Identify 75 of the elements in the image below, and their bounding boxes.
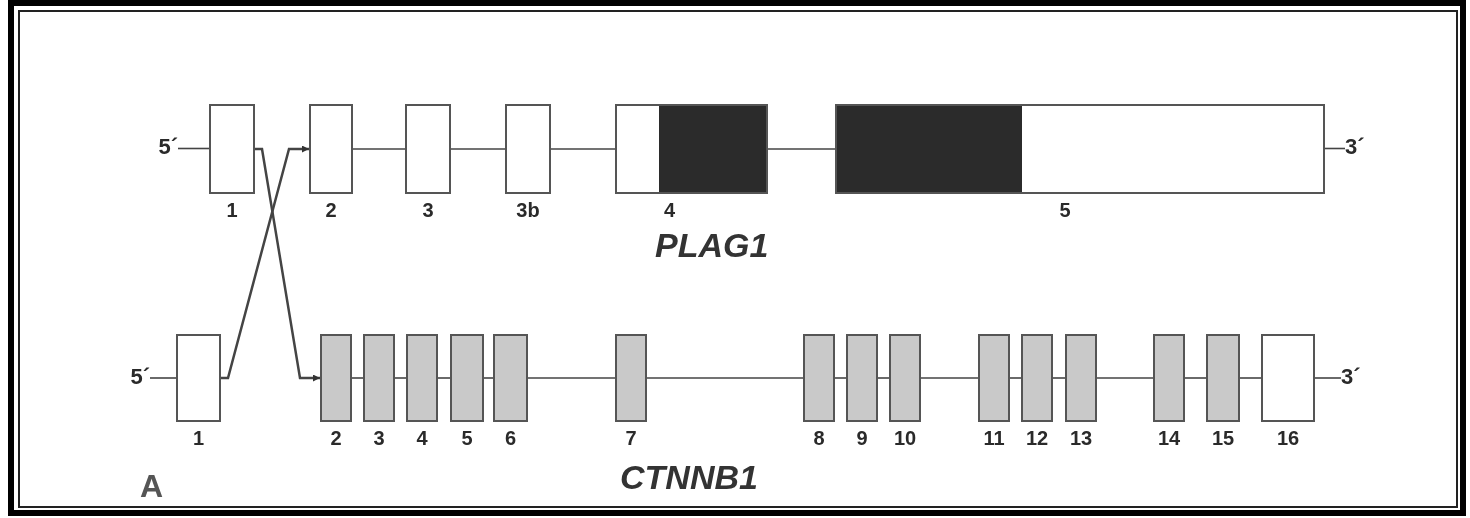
strand-end-label: 3´ (1341, 363, 1381, 393)
intron-line (437, 377, 451, 379)
exon-box (209, 104, 255, 194)
gene-name: CTNNB1 (620, 458, 758, 497)
exon-number: 5 (1058, 199, 1072, 221)
intron-line (450, 148, 506, 150)
exon-number: 4 (662, 199, 677, 221)
intron-line (1314, 377, 1342, 379)
exon-number: 13 (1068, 427, 1094, 449)
exon-number: 14 (1156, 427, 1182, 449)
exon-box (978, 334, 1010, 422)
intron-line (1009, 377, 1022, 379)
intron-line (550, 148, 616, 150)
exon-box (1021, 334, 1053, 422)
exon-box (405, 104, 451, 194)
intron-line (1184, 377, 1207, 379)
intron-line (920, 377, 979, 379)
exon-number: 9 (855, 427, 869, 449)
exon-number: 3 (421, 199, 435, 221)
exon-box (1261, 334, 1315, 422)
fusion-arrow (221, 145, 309, 380)
intron-line (352, 148, 406, 150)
exon-box (406, 334, 438, 422)
exon-box (846, 334, 878, 422)
exon-number: 2 (329, 427, 343, 449)
exon-box (835, 104, 1325, 194)
exon-number: 1 (225, 199, 239, 221)
exon-box (493, 334, 528, 422)
exon-box (363, 334, 395, 422)
exon-number: 6 (503, 427, 518, 449)
exon-number: 5 (460, 427, 474, 449)
exon-box (615, 334, 647, 422)
exon-box (889, 334, 921, 422)
intron-line (527, 377, 616, 379)
fusion-arrow (255, 147, 320, 382)
intron-line (1324, 147, 1346, 150)
exon-box (1153, 334, 1185, 422)
exon-number: 3b (515, 199, 541, 221)
exon-box (803, 334, 835, 422)
exon-number: 15 (1210, 427, 1236, 449)
exon-number: 2 (324, 199, 338, 221)
exon-number: 3 (372, 427, 386, 449)
exon-number: 7 (624, 427, 638, 449)
gene-name: PLAG1 (655, 226, 769, 265)
intron-line (394, 377, 407, 379)
exon-box (450, 334, 484, 422)
intron-line (1239, 377, 1262, 379)
intron-line (1052, 377, 1066, 379)
intron-line (483, 377, 494, 379)
intron-line (177, 147, 210, 150)
exon-box (309, 104, 353, 194)
exon-box (1065, 334, 1097, 422)
exon-number: 10 (892, 427, 918, 449)
exon-number: 4 (415, 427, 429, 449)
intron-line (351, 377, 364, 379)
intron-line (646, 377, 804, 379)
exon-number: 8 (812, 427, 826, 449)
intron-line (767, 148, 836, 150)
intron-line (877, 377, 890, 379)
exon-box (505, 104, 551, 194)
exon-box (1206, 334, 1240, 422)
intron-line (149, 377, 177, 379)
exon-number: 12 (1024, 427, 1050, 449)
strand-end-label: 3´ (1345, 133, 1385, 163)
intron-line (1096, 377, 1154, 379)
exon-box (615, 104, 768, 194)
exon-box (176, 334, 221, 422)
intron-line (834, 377, 847, 379)
strand-end-label: 5´ (106, 363, 150, 393)
exon-box (320, 334, 352, 422)
exon-number: 1 (191, 427, 206, 449)
panel-letter: A (140, 468, 164, 505)
exon-number: 16 (1275, 427, 1301, 449)
exon-number: 11 (982, 427, 1006, 449)
strand-end-label: 5´ (130, 133, 178, 163)
